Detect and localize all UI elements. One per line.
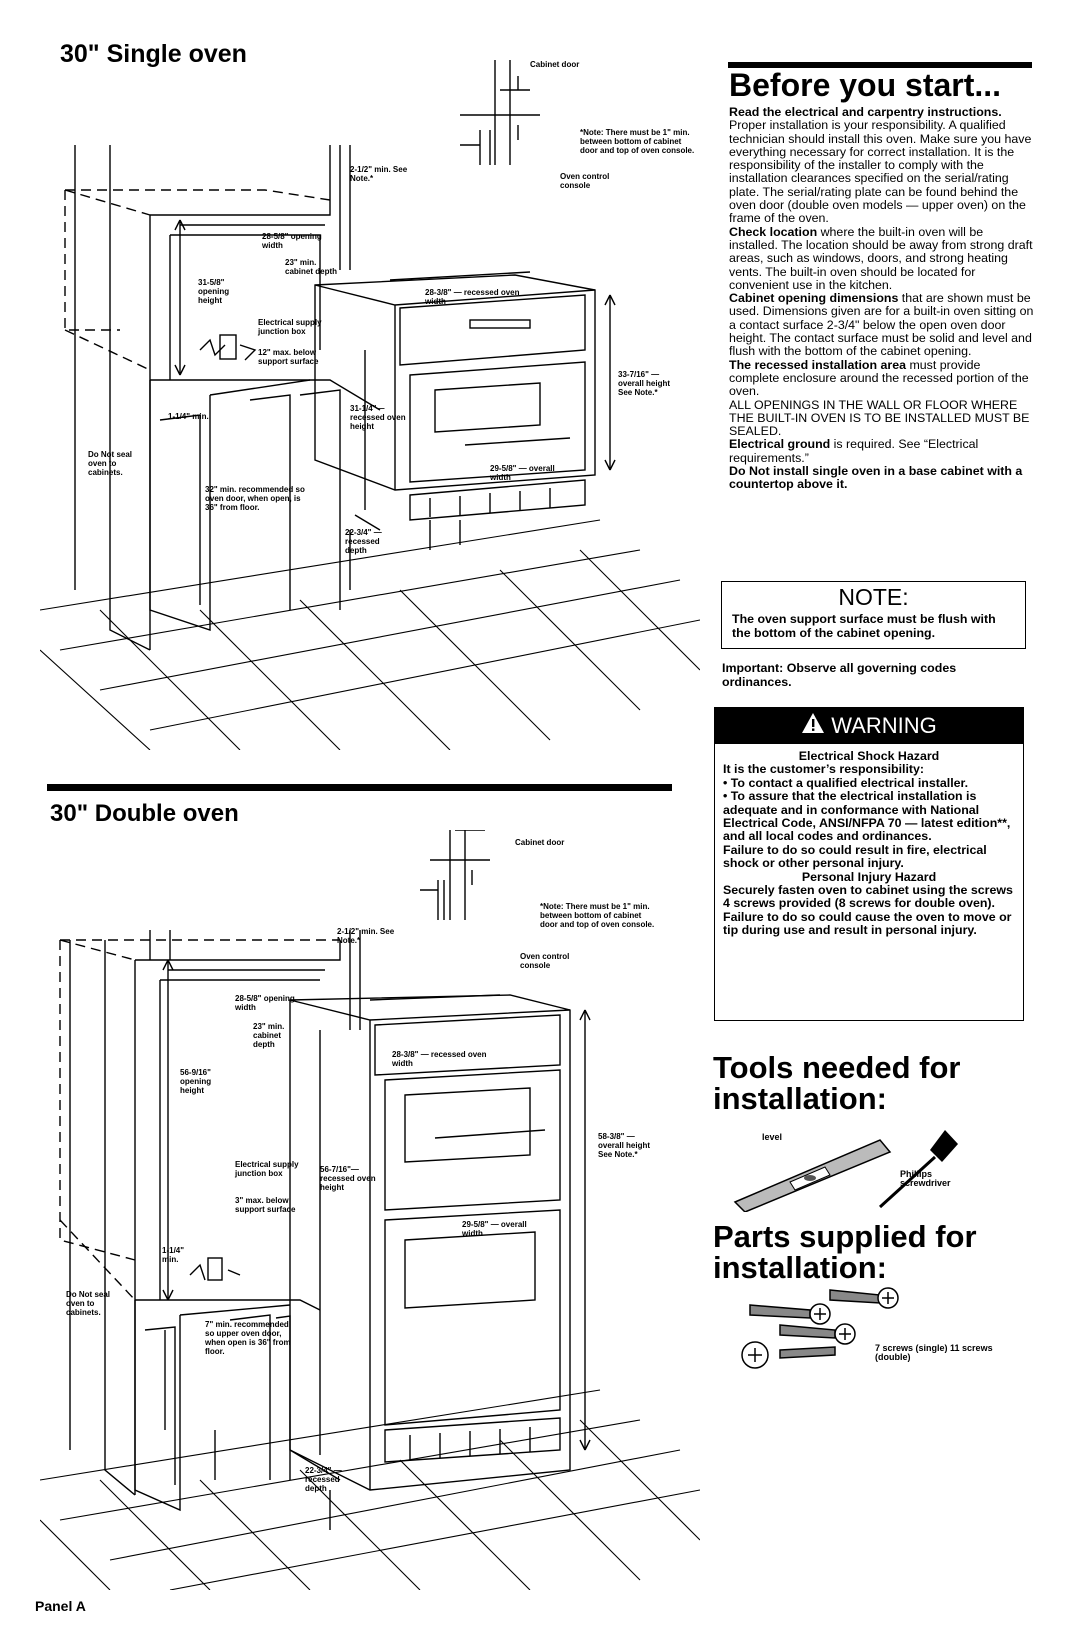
double-opening-height-label: 56-9/16" opening height <box>180 1068 212 1095</box>
double-below-support-label: 3" max. below support surface <box>235 1196 296 1214</box>
check-location-paragraph: Check location where the built-in oven w… <box>729 224 1034 292</box>
failure-tip-text: Failure to do so could cause the oven to… <box>723 909 1012 938</box>
check-location-bold: Check location <box>729 224 818 239</box>
important-text: Important: Observe all governing codes o… <box>722 661 957 689</box>
before-top-rule <box>728 62 1032 68</box>
double-recessed-height-label: 56-7/16"— recessed oven height <box>320 1165 376 1192</box>
level-icon <box>733 1139 892 1212</box>
shock-title: Electrical Shock Hazard <box>798 749 940 763</box>
double-overall-width-label: 29-5/8" — overall width <box>462 1220 527 1238</box>
double-recessed-depth-label: 22-3/4" — recessed depth <box>305 1466 342 1493</box>
double-junction-box-label: Electrical supply junction box <box>235 1160 299 1178</box>
warning-title: WARNING <box>831 713 937 738</box>
cabinet-opening-paragraph: Cabinet opening dimensions that are show… <box>729 291 1034 359</box>
note-text: The oven support surface must be flush w… <box>732 612 996 640</box>
ground-bold: Electrical ground <box>729 437 831 452</box>
screw-icon <box>741 1287 899 1369</box>
single-oven-diagram <box>40 60 700 750</box>
single-opening-height-label: 31-5/8" opening height <box>198 278 230 305</box>
single-junction-box-label: Electrical supply junction box <box>258 318 322 336</box>
single-do-not-seal-label: Do Not seal oven to cabinets. <box>88 450 133 477</box>
warning-box: WARNING Electrical Shock Hazard It is th… <box>714 707 1024 1021</box>
note-box: NOTE: The oven support surface must be f… <box>721 581 1026 649</box>
double-recessed-width-label: 28-3/8" — recessed oven width <box>392 1050 487 1068</box>
cabinet-opening-bold: Cabinet opening dimensions <box>729 291 899 306</box>
single-recessed-depth-label: 22-3/4" — recessed depth <box>345 528 382 555</box>
injury-title: Personal Injury Hazard <box>801 869 937 884</box>
single-oven-console-label: Oven control console <box>560 172 610 190</box>
single-recessed-width-label: 28-3/8" — recessed oven width <box>425 288 520 306</box>
warning-header: WARNING <box>715 708 1023 744</box>
single-min-1quarter-label: 1-1/4" min. <box>168 412 209 421</box>
tools-illustration <box>733 1130 958 1212</box>
ground-paragraph: Electrical ground is required. See “Elec… <box>729 438 1034 465</box>
recessed-area-paragraph: The recessed installation area must prov… <box>729 357 1034 399</box>
note-title: NOTE: <box>838 584 909 610</box>
panel-label: Panel A <box>35 1598 86 1614</box>
before-section: Before you start... Read the electrical … <box>720 67 1038 492</box>
check-location-text: where the built-in oven will be installe… <box>729 224 1033 292</box>
responsibility-text: It is the customer’s responsibility: <box>723 762 925 777</box>
single-cabinet-depth-label: 23" min. cabinet depth <box>285 258 338 276</box>
screws-count-label: 7 screws (single) 11 screws (double) <box>875 1343 993 1362</box>
double-oven-console-label: Oven control console <box>520 952 570 970</box>
failure-fire-text: Failure to do so could result in fire, e… <box>723 842 987 871</box>
single-opening-width-label: 28-5/8" opening width <box>262 232 322 250</box>
single-recessed-height-label: 31-1/4"— recessed oven height <box>350 404 406 431</box>
tools-title: Tools needed for installation: <box>713 1050 961 1116</box>
cabinet-opening-text: that are shown must be used. Dimensions … <box>729 291 1034 359</box>
single-note-min-label: *Note: There must be 1" min. between bot… <box>580 128 695 155</box>
parts-title: Parts supplied for installation: <box>713 1219 977 1285</box>
double-overall-height-label: 58-3/8" — overall height See Note.* <box>598 1132 651 1159</box>
do-not-install-paragraph: Do Not install single oven in a base cab… <box>729 464 1023 492</box>
section-divider <box>47 784 672 791</box>
double-do-not-seal-label: Do Not seal oven to cabinets. <box>66 1290 111 1317</box>
double-min-1quarter-label: 1-1/4" min. <box>162 1246 185 1264</box>
recessed-area-bold: The recessed installation area <box>729 357 906 372</box>
single-below-support-label: 12" max. below support surface <box>258 348 319 366</box>
warning-triangle-icon <box>801 709 825 745</box>
double-recommended-label: 7" min. recommended so upper oven door, … <box>205 1320 291 1356</box>
single-cabinet-door-label: Cabinet door <box>530 60 580 69</box>
double-min-2half-label: 2-1/2" min. See Note.* <box>337 927 395 945</box>
double-oven-title: 30" Double oven <box>50 800 239 827</box>
single-oven-title: 30" Single oven <box>60 40 247 68</box>
screwdriver-icon <box>878 1130 958 1209</box>
before-lead: Read the electrical and carpentry instru… <box>729 105 1002 119</box>
screwdriver-label: Phillips screwdriver <box>900 1169 951 1188</box>
ground-text: is required. See “Electrical requirement… <box>729 437 979 465</box>
single-overall-width-label: 29-5/8" — overall width <box>490 464 555 482</box>
secure-text: Securely fasten oven to cabinet using th… <box>723 883 1013 911</box>
double-note-min-label: *Note: There must be 1" min. between bot… <box>540 902 655 929</box>
recessed-area-text: must provide complete enclosure around t… <box>729 357 1029 399</box>
double-opening-width-label: 28-5/8" opening width <box>235 994 295 1012</box>
before-title: Before you start... <box>729 67 1002 103</box>
single-min-2half-label: 2-1/2" min. See Note.* <box>350 165 408 183</box>
warning-bullet-1: • To contact a qualified electrical inst… <box>723 775 969 790</box>
level-label: level <box>762 1132 783 1142</box>
single-overall-height-label: 33-7/16" — overall height See Note.* <box>618 370 671 397</box>
warning-bullet-2: • To assure that the electrical installa… <box>723 789 1011 844</box>
double-oven-diagram <box>40 830 700 1590</box>
before-p1: Proper installation is your responsibili… <box>729 118 1032 226</box>
screws-illustration <box>741 1287 899 1369</box>
warning-body: Electrical Shock Hazard It is the custom… <box>715 744 1023 944</box>
double-cabinet-depth-label: 23" min. cabinet depth <box>253 1022 285 1049</box>
single-recommended-label: 32" min. recommended so oven door, when … <box>205 485 305 512</box>
openings-paragraph: ALL OPENINGS IN THE WALL OR FLOOR WHERE … <box>729 397 1030 439</box>
double-cabinet-door-label: Cabinet door <box>515 838 565 847</box>
